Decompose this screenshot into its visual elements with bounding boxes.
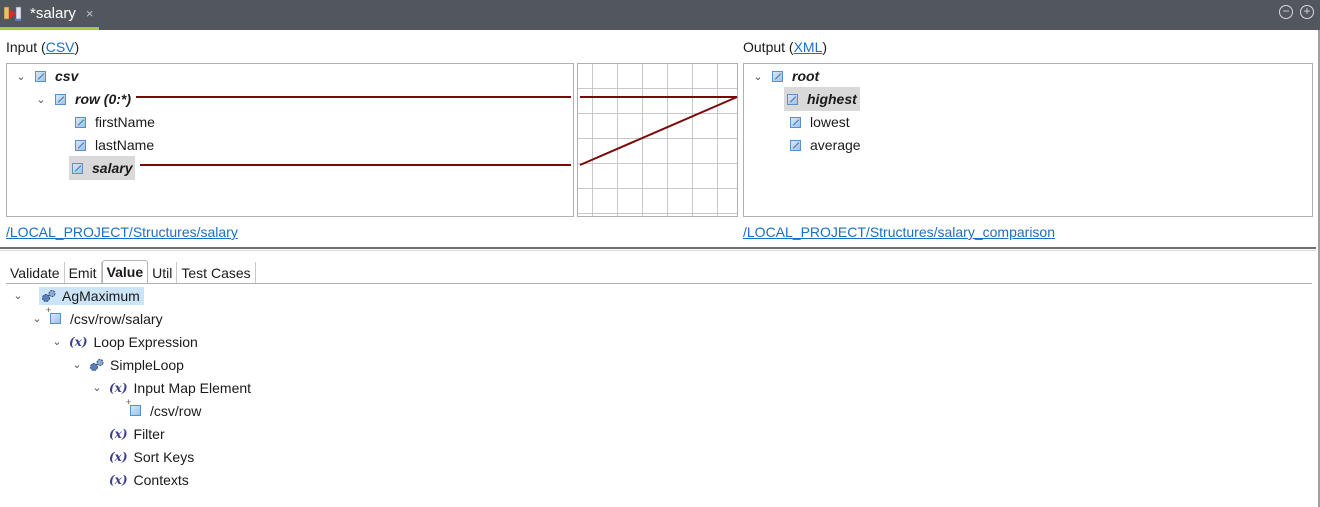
- gear-icon: [41, 289, 57, 303]
- close-icon[interactable]: ×: [85, 6, 94, 21]
- element-icon: [75, 116, 86, 128]
- value-node-agmaximum[interactable]: ⌄ AgMaximum: [12, 284, 144, 307]
- window-border: [1318, 30, 1320, 507]
- value-node-csv-row[interactable]: /csv/row: [126, 397, 201, 422]
- output-structure-tree: ⌄ root highest lowest average: [743, 63, 1313, 217]
- value-node-contexts[interactable]: (x) Contexts: [109, 471, 189, 488]
- gear-icon: [89, 358, 105, 372]
- value-node-csv-row-salary[interactable]: ⌄ /csv/row/salary: [31, 305, 162, 330]
- tab-validate[interactable]: Validate: [6, 262, 65, 284]
- chevron-down-icon[interactable]: ⌄: [16, 70, 26, 83]
- input-format-link[interactable]: CSV: [45, 39, 75, 55]
- chevron-down-icon[interactable]: ⌄: [753, 70, 763, 83]
- tree-node-average[interactable]: average: [790, 134, 861, 156]
- minimize-icon[interactable]: −: [1279, 5, 1293, 19]
- editor-title-bar: [0, 0, 1320, 30]
- element-icon: [72, 162, 83, 174]
- editor-tab-salary[interactable]: *salary ×: [0, 0, 99, 30]
- tabs-baseline: [6, 283, 1312, 284]
- map-file-icon: [3, 6, 22, 22]
- value-node-loop-expression[interactable]: ⌄ (x) Loop Expression: [52, 333, 198, 350]
- tree-node-row[interactable]: ⌄ row (0:*): [36, 91, 131, 107]
- element-icon: [790, 116, 801, 128]
- editor-tab-label: *salary: [30, 5, 76, 22]
- fx-icon: (x): [109, 426, 128, 441]
- chevron-down-icon[interactable]: ⌄: [13, 290, 23, 302]
- input-label: Input (CSV): [6, 39, 80, 55]
- output-format-link[interactable]: XML: [793, 39, 823, 55]
- fx-icon: (x): [109, 449, 128, 464]
- fx-icon: (x): [109, 380, 128, 395]
- maximize-icon[interactable]: +: [1300, 5, 1314, 19]
- chevron-down-icon[interactable]: ⌄: [32, 313, 42, 325]
- fx-icon: (x): [69, 334, 88, 349]
- output-structure-link[interactable]: /LOCAL_PROJECT/Structures/salary_compari…: [743, 224, 1055, 240]
- chevron-down-icon[interactable]: ⌄: [52, 336, 62, 348]
- chevron-down-icon[interactable]: ⌄: [72, 359, 82, 371]
- tree-node-root[interactable]: ⌄ root: [753, 68, 820, 84]
- fx-icon: (x): [109, 472, 128, 487]
- element-icon: [55, 93, 66, 105]
- tab-value[interactable]: Value: [101, 260, 149, 284]
- element-icon: [772, 70, 783, 82]
- element-icon: [787, 93, 798, 105]
- tree-node-firstname[interactable]: firstName: [75, 111, 155, 133]
- output-label: Output (XML): [743, 39, 828, 55]
- chevron-down-icon[interactable]: ⌄: [36, 93, 46, 106]
- tree-node-lowest[interactable]: lowest: [790, 111, 850, 133]
- tree-node-csv[interactable]: ⌄ csv: [16, 68, 79, 84]
- tab-test-cases[interactable]: Test Cases: [177, 262, 256, 284]
- tab-util[interactable]: Util: [148, 262, 178, 284]
- input-structure-link[interactable]: /LOCAL_PROJECT/Structures/salary: [6, 224, 238, 240]
- mapping-connections: [579, 96, 738, 166]
- element-icon: [35, 70, 46, 82]
- xpath-icon: [46, 305, 61, 324]
- element-icon: [75, 139, 86, 151]
- tab-emit[interactable]: Emit: [65, 262, 102, 284]
- sash-divider[interactable]: [0, 247, 1316, 251]
- chevron-down-icon[interactable]: ⌄: [92, 382, 102, 394]
- value-node-input-map-element[interactable]: ⌄ (x) Input Map Element: [92, 379, 252, 396]
- input-structure-tree: ⌄ csv ⌄ row (0:*) firstName lastName sal…: [6, 63, 574, 217]
- value-node-simpleloop[interactable]: ⌄ SimpleLoop: [72, 356, 184, 373]
- mapping-canvas[interactable]: [577, 63, 738, 217]
- tree-node-salary[interactable]: salary: [69, 156, 136, 180]
- value-node-filter[interactable]: (x) Filter: [109, 425, 165, 442]
- value-node-sort-keys[interactable]: (x) Sort Keys: [109, 448, 195, 465]
- tree-node-highest[interactable]: highest: [784, 87, 860, 111]
- xpath-icon: [126, 397, 141, 416]
- tree-node-lastname[interactable]: lastName: [75, 134, 154, 156]
- value-tabs: Validate Emit Value Util Test Cases: [6, 260, 256, 284]
- element-icon: [790, 139, 801, 151]
